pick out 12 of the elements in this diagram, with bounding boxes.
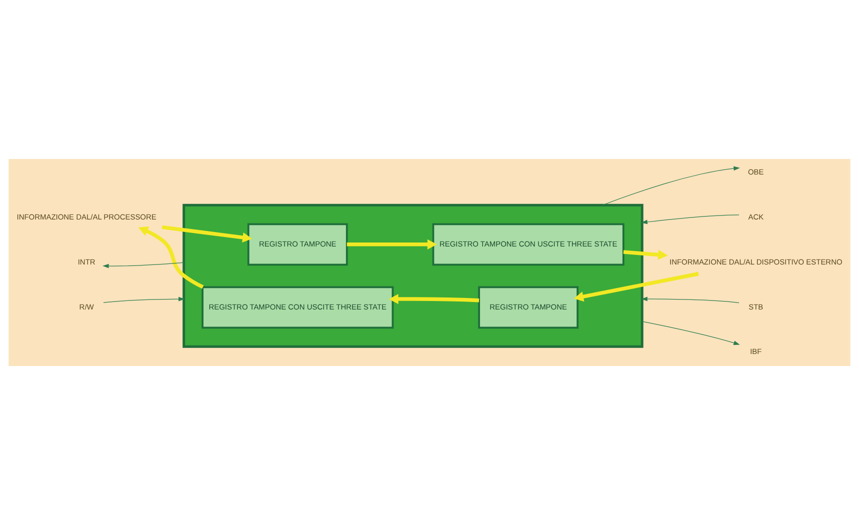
arrow (574, 271, 699, 302)
arrow (103, 296, 185, 302)
arrow (623, 249, 668, 260)
arrow (602, 166, 740, 205)
arrow (641, 296, 740, 303)
arrow (641, 214, 740, 224)
cluster (182, 203, 644, 348)
arrow (642, 320, 740, 344)
arrow (346, 238, 438, 249)
arrow (102, 262, 184, 268)
arrow (162, 224, 252, 242)
arrow (388, 293, 480, 304)
